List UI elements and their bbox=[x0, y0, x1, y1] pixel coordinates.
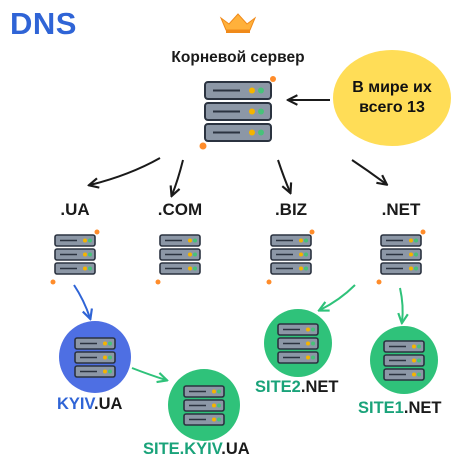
site2-label-suffix: .NET bbox=[300, 378, 339, 396]
arrow-root-net bbox=[351, 159, 386, 184]
arrow-net-site2 bbox=[320, 284, 356, 310]
arrow-root-com bbox=[172, 159, 184, 195]
tld-com-server-icon bbox=[159, 234, 201, 275]
site-kyiv-node bbox=[168, 369, 240, 441]
site1-server-icon bbox=[383, 340, 425, 381]
site2-node bbox=[264, 309, 332, 377]
tld-net-label: .NET bbox=[381, 200, 421, 219]
kyiv-label: KYIV.UA bbox=[57, 395, 122, 414]
arrow-ua-kyiv bbox=[73, 284, 90, 318]
arrow-kyiv-sitekyiv bbox=[131, 367, 166, 380]
page-title: DNS bbox=[10, 6, 77, 41]
bubble-line-1: В мире их bbox=[352, 79, 432, 96]
tld-ua-server-icon bbox=[54, 234, 96, 275]
site2-label: SITE2.NET bbox=[255, 378, 338, 397]
tld-ua-label: .UA bbox=[60, 200, 90, 219]
site1-label: SITE1.NET bbox=[358, 399, 441, 418]
site-kyiv-label-suffix: .UA bbox=[221, 440, 250, 458]
site1-label-suffix: .NET bbox=[403, 399, 442, 417]
kyiv-node bbox=[59, 321, 131, 393]
tld-net-server-icon bbox=[380, 234, 422, 275]
root-server-icon bbox=[199, 76, 276, 150]
bubble-line-2: всего 13 bbox=[359, 99, 425, 116]
site-kyiv-server-icon bbox=[183, 385, 225, 426]
kyiv-server-icon bbox=[74, 337, 116, 378]
root-server-label: Корневой сервер bbox=[171, 49, 305, 66]
kyiv-label-prefix: KYIV bbox=[57, 395, 94, 413]
site2-server-icon bbox=[277, 323, 319, 364]
site-kyiv-label: SITE.KYIV.UA bbox=[143, 440, 250, 459]
kyiv-label-suffix: .UA bbox=[94, 395, 123, 413]
arrow-net-site1 bbox=[400, 287, 403, 322]
crown-icon bbox=[219, 13, 257, 33]
site1-label-prefix: SITE1 bbox=[358, 399, 404, 417]
tld-biz-label: .BIZ bbox=[274, 200, 308, 219]
site-kyiv-label-prefix: SITE.KYIV bbox=[143, 440, 222, 458]
root-count-bubble: В мире их всего 13 bbox=[333, 50, 451, 146]
site1-node bbox=[370, 326, 438, 394]
arrow-root-biz bbox=[277, 159, 290, 192]
arrow-root-ua bbox=[90, 157, 161, 185]
tld-biz-server-icon bbox=[270, 234, 312, 275]
site2-label-prefix: SITE2 bbox=[255, 378, 301, 396]
tld-com-label: .COM bbox=[157, 200, 203, 219]
